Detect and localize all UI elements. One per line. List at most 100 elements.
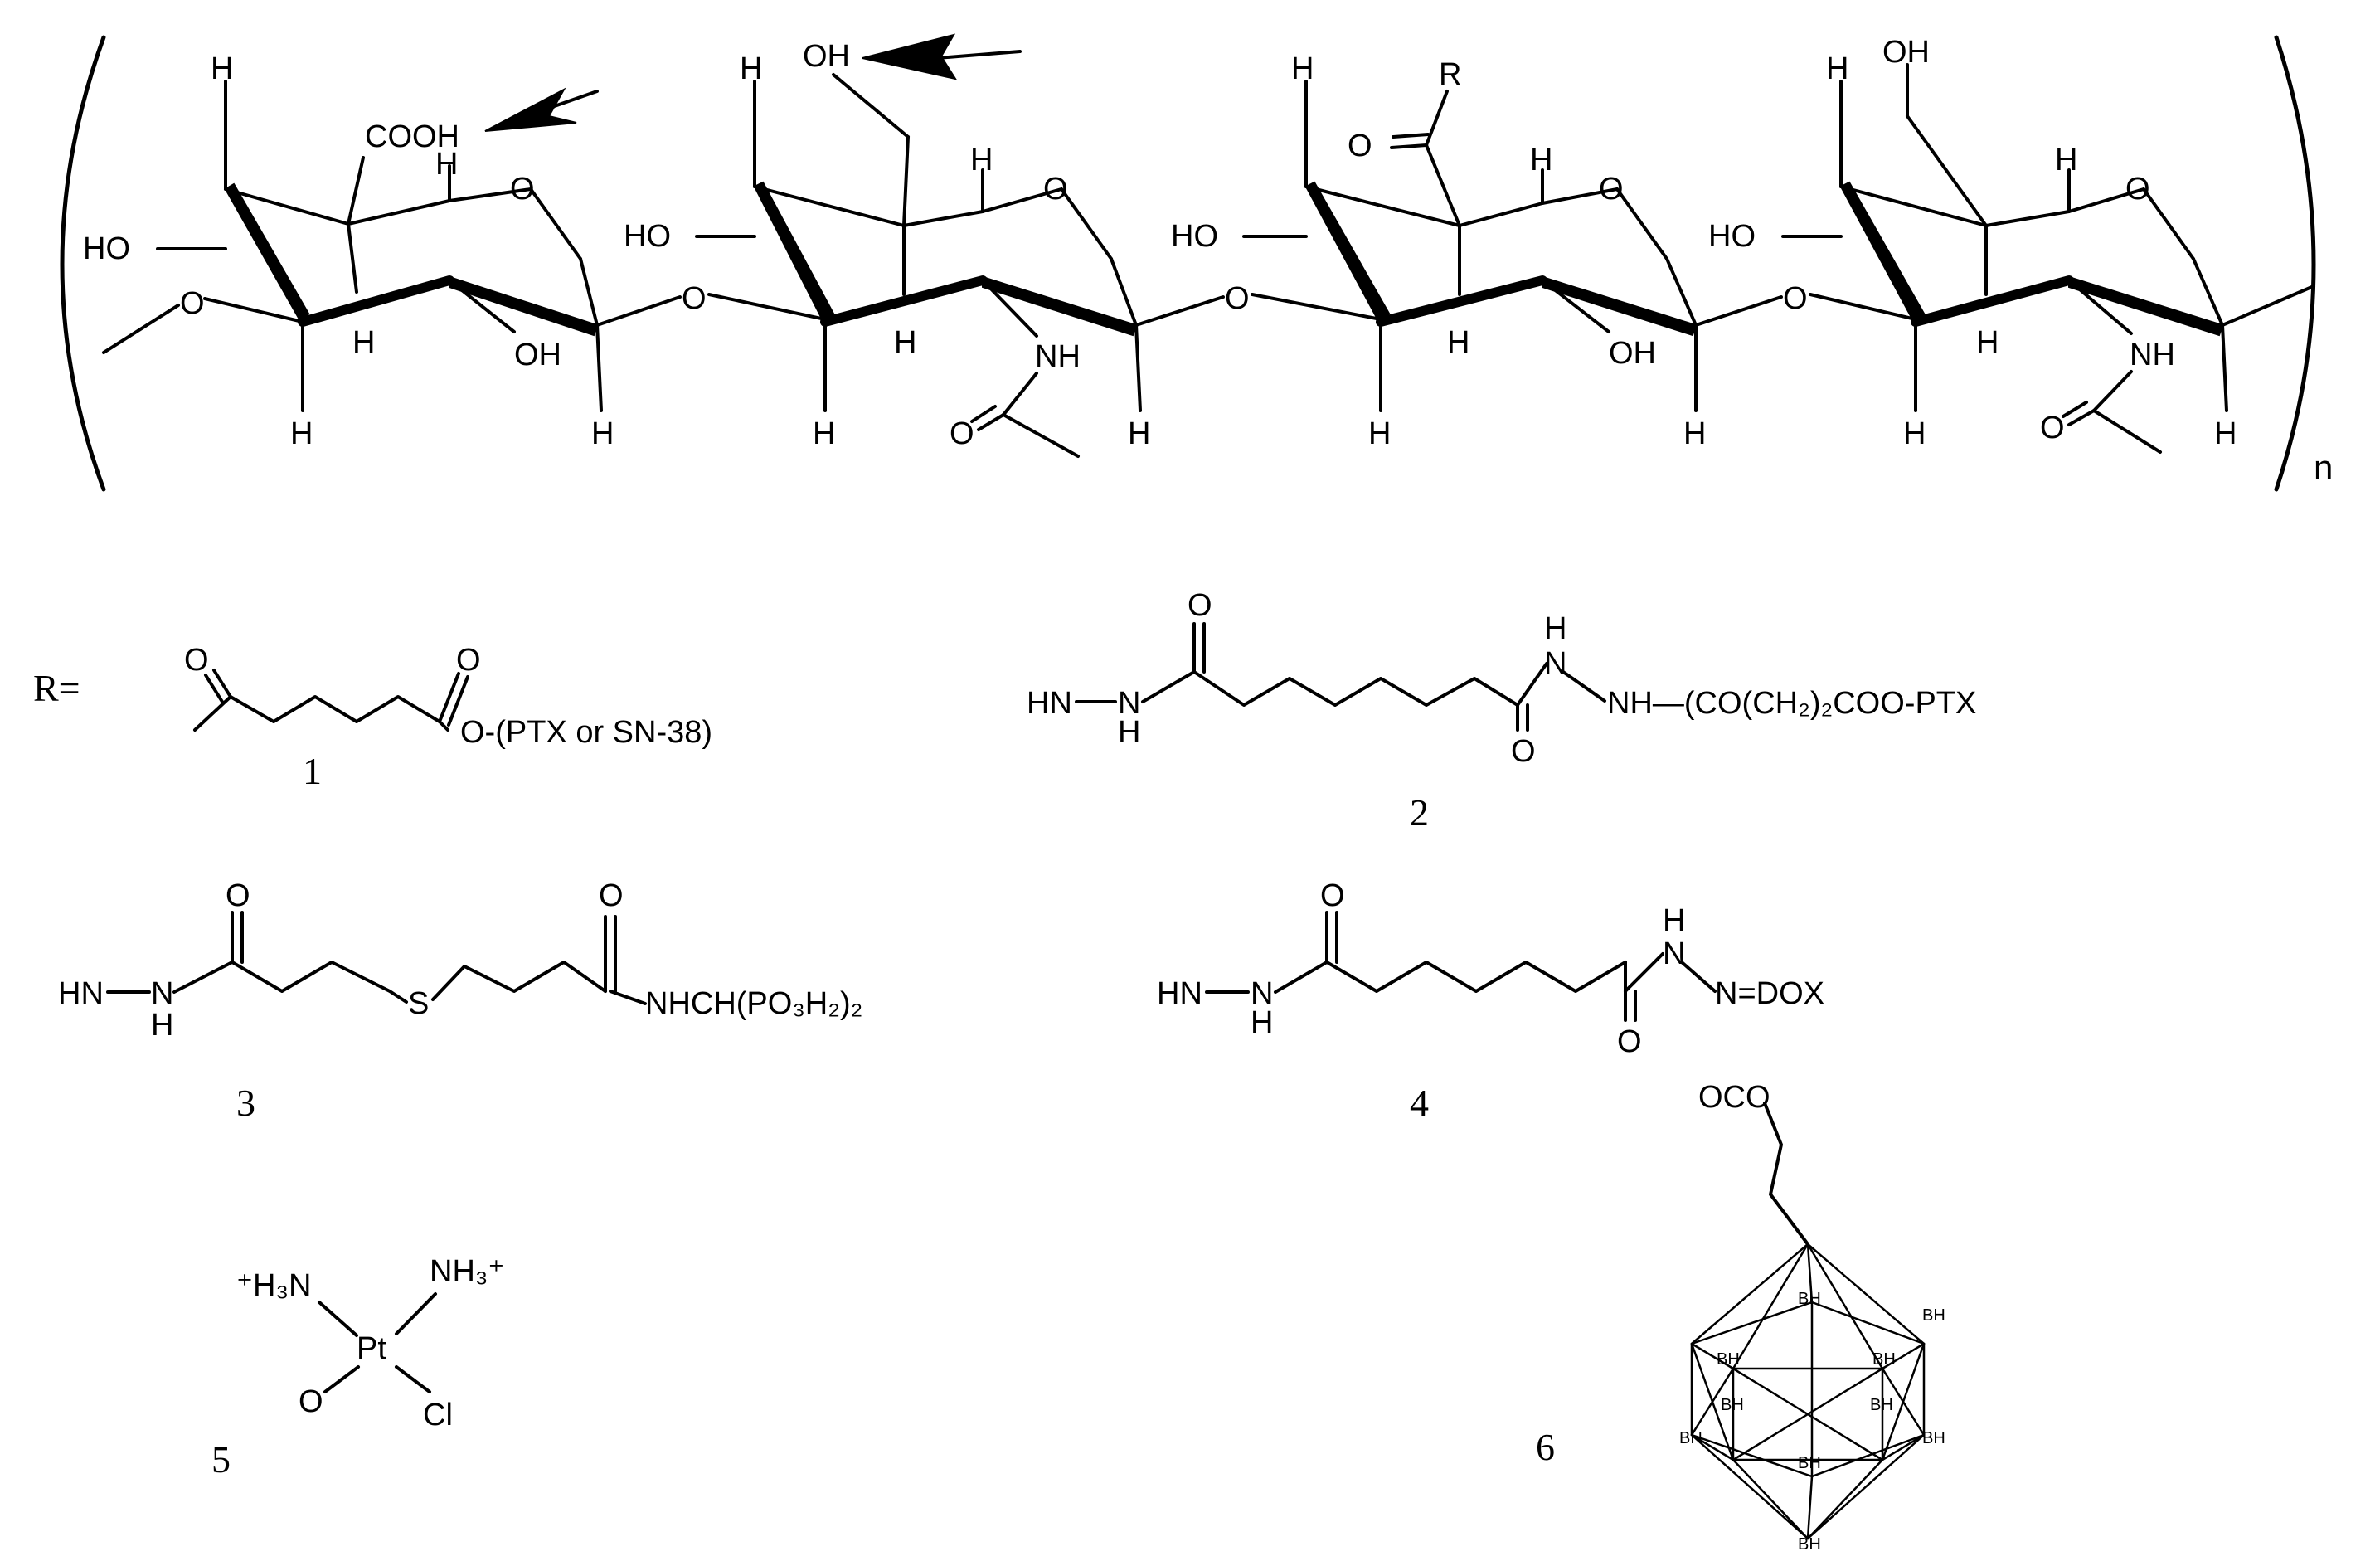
unit2-glyco-in [707, 293, 827, 321]
s4-tail: N=DOX [1715, 976, 1824, 1011]
s5-right-amine: NH₃⁺ [430, 1254, 504, 1289]
cage-e27 [1690, 1433, 1809, 1540]
s2-hn: HN [1027, 686, 1072, 721]
cage-e29 [1732, 1458, 1809, 1540]
s4-number: 4 [1410, 1082, 1429, 1124]
right-bracket [2274, 35, 2316, 492]
s6-bh-5: BH [1721, 1396, 1744, 1414]
left-bracket [60, 35, 106, 492]
s5-cl: Cl [423, 1398, 453, 1432]
unit4-ring-o-bond [2142, 187, 2195, 260]
s6-bh-7: BH [1679, 1429, 1702, 1447]
unit2-ring-right [1110, 257, 1138, 327]
cage-e5 [1806, 1243, 1814, 1304]
unit4-front-bold [1911, 275, 2074, 327]
unit2-ring-o-bond [1060, 187, 1113, 260]
unit4-h-ring: H [1976, 325, 1999, 360]
s5-number: 5 [211, 1438, 231, 1481]
unit1-h-anomeric: H [591, 416, 614, 451]
unit2-co-double2 [970, 405, 997, 423]
s3-chain-right [431, 961, 607, 1001]
s6-bh-1: BH [1798, 1290, 1821, 1308]
s2-nh-h: H [1544, 611, 1566, 646]
unit4-h-mid: H [2055, 143, 2077, 178]
s5-left-amine: ⁺H₃N [236, 1268, 311, 1303]
unit1-wedge-front [224, 182, 310, 328]
unit3-ho: HO [1171, 219, 1218, 254]
unit1-acid-bond [347, 156, 365, 226]
s2-number: 2 [1410, 791, 1429, 834]
unit2-nh-bond [981, 279, 1038, 338]
unit3-h-top: H [1291, 51, 1314, 86]
unit2-h-top: H [740, 51, 762, 86]
cage-e30 [1806, 1458, 1884, 1540]
s1-ester-db1 [438, 672, 460, 723]
s1-ketone-o: O [184, 643, 209, 678]
unit4-ring-right [2192, 257, 2224, 327]
cage-e20 [1732, 1367, 1884, 1461]
unit1-anomeric-h-bond [595, 323, 603, 412]
unit4-amide-methyl [2092, 409, 2162, 454]
unit4-chair-back [1839, 185, 2145, 227]
unit4-nh-bond [2067, 279, 2133, 335]
unit2-h-bottom: H [813, 416, 835, 451]
cage-e16 [1690, 1367, 1735, 1437]
s2-n2: N [1544, 646, 1566, 681]
unit3-r: R [1439, 57, 1461, 92]
unit1-chair-back [224, 187, 532, 226]
s3-h: H [151, 1008, 173, 1043]
s4-o-bottom: O [1617, 1024, 1642, 1059]
unit3-glyco-in [1251, 293, 1382, 321]
cage-e10 [1810, 1301, 1926, 1345]
unit2-wedge-front [753, 181, 835, 327]
unit2-co-double1 [977, 413, 1005, 431]
unit4-co-double1 [2067, 409, 2096, 426]
unit2-ch2-bond2 [832, 73, 910, 139]
s4-n: N [1251, 976, 1273, 1011]
s2-chain [1141, 670, 1519, 707]
unit2-amide-bond [1002, 372, 1038, 416]
s5-bond-cl [395, 1365, 431, 1393]
unit3-chair-back [1304, 185, 1619, 227]
unit4-h-anomeric: H [2214, 416, 2237, 451]
structure-3: HN N H O S O NHCH(PO₃H₂)₂ 3 [58, 878, 862, 1124]
unit2-chair-back [753, 185, 1063, 227]
structure-1: O O O-(PTX or SN-38) 1 [184, 643, 712, 792]
cage-e21 [1690, 1433, 1735, 1461]
s3-tail: NHCH(PO₃H₂)₂ [645, 986, 862, 1021]
unit1-oh: OH [514, 338, 561, 372]
s5-bond-right-amine [395, 1292, 437, 1335]
unit1-acid-label: COOH [365, 119, 459, 154]
s3-n: N [151, 976, 173, 1011]
unit1-front-bold [298, 275, 454, 327]
s2-n-n-bond [1562, 670, 1606, 703]
unit3-glyco-bond [1694, 295, 1783, 327]
unit3-modified-glucuronic: H R O H O HO H OH H H O [1171, 51, 1808, 451]
s2-tail: NH—(CO(CH₂)₂COO-PTX [1607, 686, 1976, 721]
unit2-h-anomeric: H [1128, 416, 1150, 451]
unit4-nh: NH [2130, 338, 2175, 372]
unit3-ring-o-bond [1615, 187, 1668, 260]
cage-e1 [1690, 1243, 1809, 1345]
s6-bh-6: BH [1870, 1396, 1893, 1414]
left-terminal-bond [102, 304, 180, 354]
cage-e3 [1732, 1243, 1809, 1370]
unit4-carbonyl-o: O [2040, 411, 2065, 445]
unit3-glyco-o: O [1783, 281, 1808, 316]
s6-bh-2: BH [1922, 1306, 1945, 1325]
unit4-glcnac: H OH H O HO H H NH O H [1708, 35, 2315, 454]
s4-o-top: O [1320, 878, 1345, 913]
s3-o-right: O [599, 878, 624, 913]
unit1-h-bottom: H [290, 416, 313, 451]
unit3-h-bottom: H [1368, 416, 1391, 451]
unit4-ring-o: O [2125, 172, 2150, 207]
unit1-wedge-front2 [449, 275, 599, 337]
s5-bond-left-amine [318, 1301, 358, 1337]
unit2-carbonyl-o: O [950, 416, 974, 451]
s3-number: 3 [236, 1082, 255, 1124]
unit1-ring-o-bond [529, 187, 582, 260]
unit3-front-bold [1376, 275, 1547, 327]
unit2-glcnac: H OH H O HO H H NH O H O [624, 39, 1250, 458]
unit4-amide-bond [2092, 370, 2133, 412]
